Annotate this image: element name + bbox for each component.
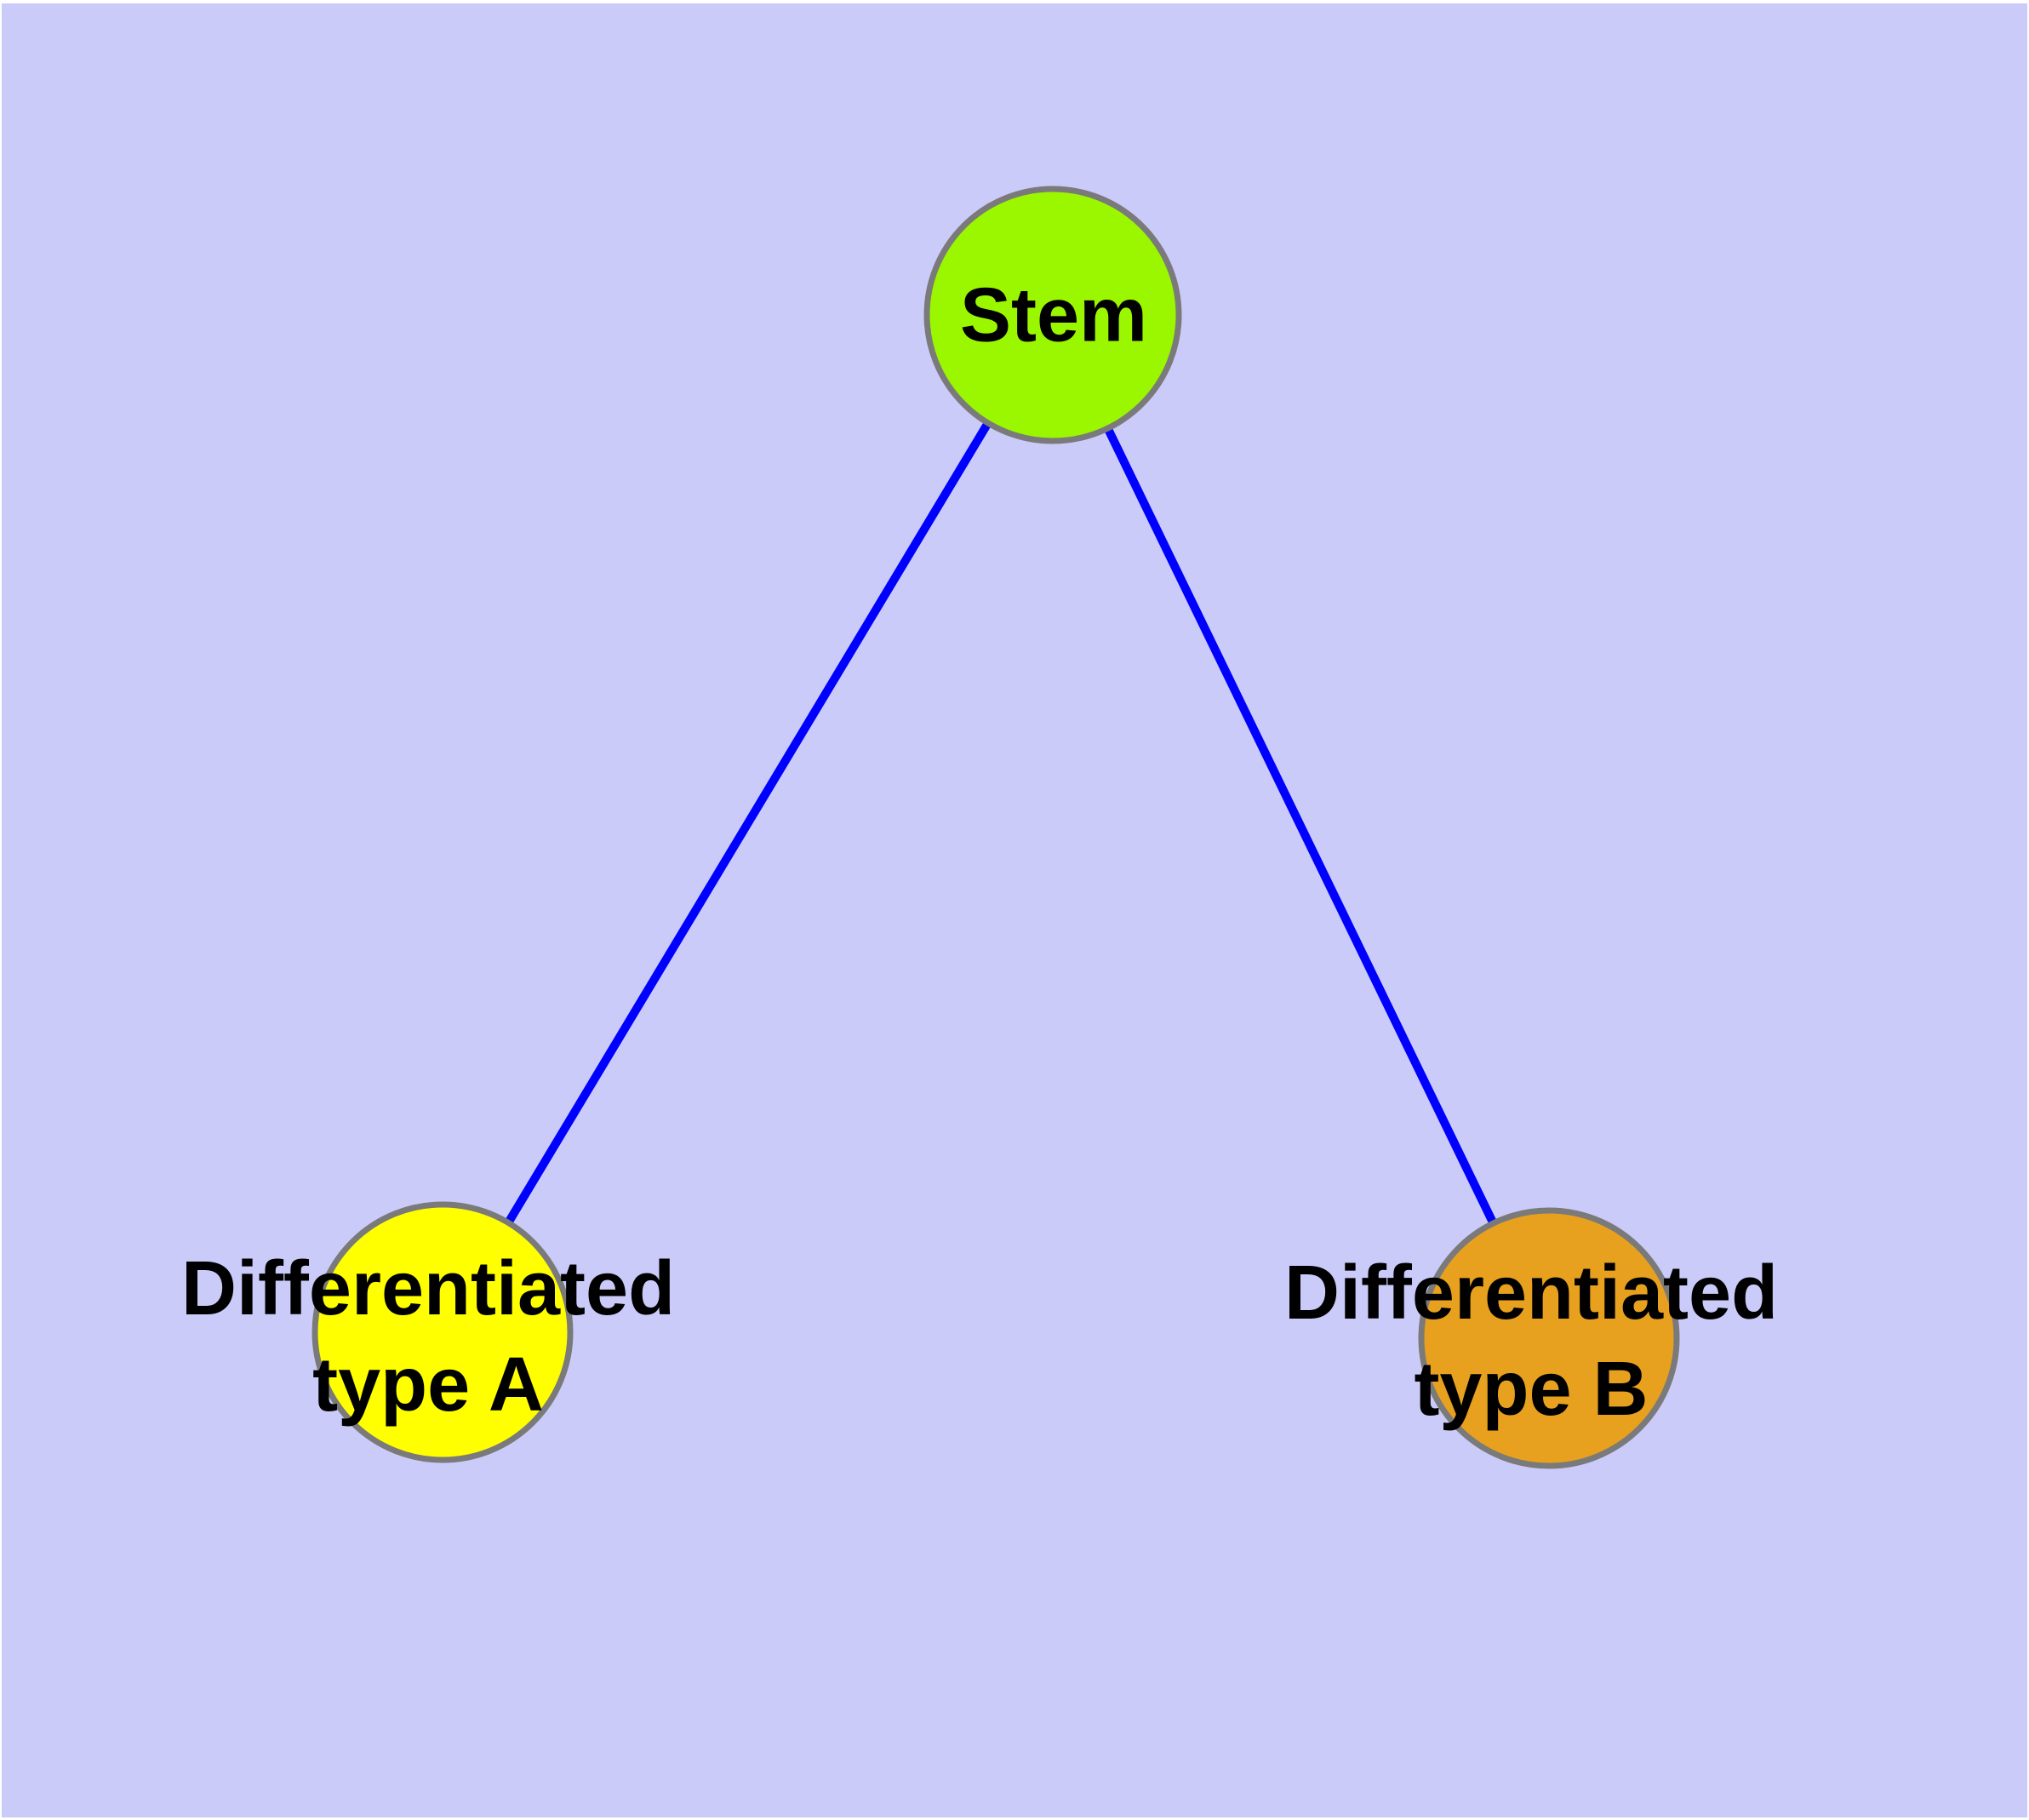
node-differentiated-type-a-label: Differentiated type A bbox=[181, 1241, 675, 1434]
node-stem-label: Stem bbox=[960, 268, 1147, 364]
edge-stem-to-type-a[interactable] bbox=[438, 312, 1057, 1335]
node-differentiated-type-b-label: Differentiated type B bbox=[1284, 1245, 1778, 1438]
edge-stem-to-type-b[interactable] bbox=[1049, 312, 1553, 1341]
node-stem-label-line-1: Stem bbox=[959, 272, 1148, 358]
node-differentiated-type-a-label-line-1: Differentiated bbox=[180, 1246, 676, 1331]
node-stem[interactable] bbox=[923, 186, 1182, 444]
node-differentiated-type-b-label-line-1: Differentiated bbox=[1283, 1251, 1779, 1336]
node-differentiated-type-a-label-line-2: type A bbox=[312, 1342, 544, 1428]
node-differentiated-type-b-label-line-2: type B bbox=[1414, 1347, 1649, 1432]
node-differentiated-type-a[interactable] bbox=[311, 1201, 574, 1463]
node-differentiated-type-b[interactable] bbox=[1418, 1207, 1680, 1469]
